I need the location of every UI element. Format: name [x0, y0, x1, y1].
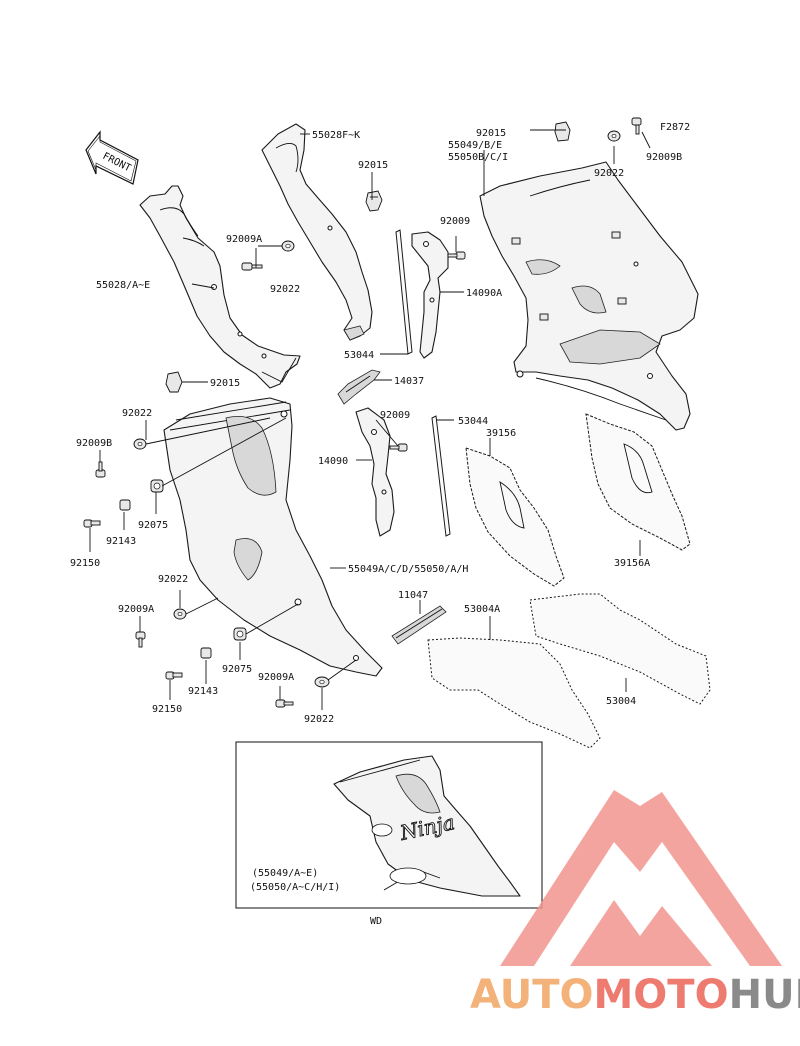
washer-92022-top-right	[607, 130, 621, 142]
label-92022-c: 92022	[122, 408, 152, 419]
label-92015-c: 92015	[210, 378, 240, 389]
label-55049be: 55049/B/E	[448, 140, 502, 151]
washer-92022-lower	[314, 676, 330, 688]
label-92015-a: 92015	[358, 160, 388, 171]
bolt-92009-upper	[447, 251, 466, 260]
clip-92015-lower-left	[165, 371, 183, 393]
bolt-92009-lower	[389, 443, 408, 452]
watermark-triangle-logo	[500, 790, 782, 966]
label-92150-a: 92150	[70, 558, 100, 569]
inset-caption-line1: (55049/A~E)	[252, 868, 318, 879]
grommet-92075-lower	[233, 627, 247, 641]
label-53044-b: 53044	[458, 416, 488, 427]
insulator-53004a	[427, 637, 601, 749]
part-labels: 55028F~K 92015 92009A 92022 55028/A~E 53…	[70, 128, 682, 725]
bolt-92009a-upper	[241, 262, 263, 271]
washer-92022-left	[133, 438, 147, 450]
bolt-92009b-top-right	[631, 117, 642, 135]
watermark-text: AUTOMOTOHUB	[470, 972, 800, 1018]
bracket-11047	[391, 605, 447, 645]
label-92022-a: 92022	[270, 284, 300, 295]
strip-53044-lower	[431, 415, 451, 537]
bolt-92009b-left	[95, 461, 106, 478]
label-92150-b: 92150	[152, 704, 182, 715]
figure-code: F2872	[660, 122, 690, 133]
label-92009a-b: 92009A	[118, 604, 154, 615]
inset-variant-label: WD	[370, 916, 382, 927]
label-92009-b: 92009	[380, 410, 410, 421]
label-92009b-a: 92009B	[646, 152, 682, 163]
watermark-logo	[500, 790, 782, 966]
label-53004: 53004	[606, 696, 636, 707]
insulator-39156	[465, 447, 565, 587]
inset-caption-line2: (55050/A~C/H/I)	[250, 882, 340, 893]
label-92075-a: 92075	[138, 520, 168, 531]
label-92022-b: 92022	[594, 168, 624, 179]
clip-92015-top-middle	[365, 190, 383, 212]
insulator-39156a	[585, 413, 691, 551]
bracket-14090	[355, 407, 395, 537]
label-53044-a: 53044	[344, 350, 374, 361]
label-92009-a: 92009	[440, 216, 470, 227]
label-14037: 14037	[394, 376, 424, 387]
washer-92022-mid-left	[173, 608, 187, 620]
part-55028fk-inner-cowl	[261, 123, 373, 341]
insulator-53004	[529, 593, 711, 705]
label-92022-d: 92022	[158, 574, 188, 585]
watermark-hub: HUB	[729, 972, 800, 1018]
part-55028-inner-cowl-left	[139, 185, 301, 389]
label-92143-b: 92143	[188, 686, 218, 697]
label-92009a-c: 92009A	[258, 672, 294, 683]
label-55028ae: 55028/A~E	[96, 280, 150, 291]
label-11047: 11047	[398, 590, 428, 601]
part-14037	[337, 369, 381, 405]
front-direction-arrow: FRONT	[85, 130, 139, 185]
watermark-auto: AUTO	[470, 972, 594, 1018]
label-92015-b: 92015	[476, 128, 506, 139]
label-92143-a: 92143	[106, 536, 136, 547]
label-92075-b: 92075	[222, 664, 252, 675]
collar-92143-upper	[119, 499, 131, 511]
washer-92022-upper-left	[281, 240, 295, 252]
label-55049acd: 55049A/C/D/55050/A/H	[348, 564, 468, 575]
label-55050bci: 55050B/C/I	[448, 152, 508, 163]
grommet-92075-upper	[150, 479, 164, 493]
part-55049-right-cowl	[479, 161, 699, 431]
strip-53044-upper	[395, 229, 413, 355]
watermark-moto: MOTO	[594, 972, 729, 1018]
screw-92150-lower	[165, 671, 183, 680]
label-92022-e: 92022	[304, 714, 334, 725]
bolt-92009a-mid	[135, 631, 146, 648]
label-55028fk: 55028F~K	[312, 130, 360, 141]
inset-wd-variant: Ninja (55049/A~E) (55050/A~C/H/I)	[235, 741, 543, 909]
clip-92015-top-right	[554, 121, 571, 142]
label-53004a: 53004A	[464, 604, 500, 615]
bracket-14090a	[411, 231, 449, 359]
label-39156a: 39156A	[614, 558, 650, 569]
bolt-92009a-lower	[275, 699, 294, 708]
label-14090a: 14090A	[466, 288, 502, 299]
screw-92150-upper	[83, 519, 101, 528]
label-39156: 39156	[486, 428, 516, 439]
part-55049a-lower-cowl-left	[163, 397, 383, 677]
label-14090: 14090	[318, 456, 348, 467]
label-92009b-b: 92009B	[76, 438, 112, 449]
label-92009a-a: 92009A	[226, 234, 262, 245]
collar-92143-lower	[200, 647, 212, 659]
leader-lines	[89, 129, 651, 710]
